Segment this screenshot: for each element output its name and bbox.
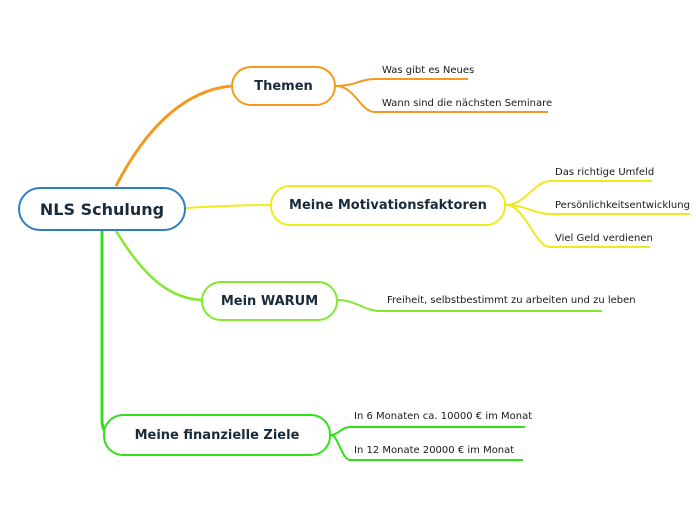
subtopic-was-gibt-es-neues[interactable]: Was gibt es Neues (382, 65, 475, 76)
topic-themen[interactable]: Themen (231, 66, 336, 106)
central-topic[interactable]: NLS Schulung (18, 187, 186, 231)
connector-leaf-neues (335, 78, 468, 87)
connector-themen (114, 84, 232, 187)
subtopic-naechste-seminare[interactable]: Wann sind die nächsten Seminare (382, 98, 553, 109)
connector-ziele (100, 231, 115, 437)
subtopic-freiheit[interactable]: Freiheit, selbstbestimmt zu arbeiten und… (387, 295, 636, 306)
connector-warum (114, 230, 202, 302)
subtopic-viel-geld-verdienen[interactable]: Viel Geld verdienen (555, 233, 653, 244)
subtopic-richtiges-umfeld[interactable]: Das richtige Umfeld (555, 167, 655, 178)
connector-leaf-umfeld (505, 180, 652, 206)
connector-leaf-seminare (335, 85, 548, 113)
subtopic-6-monate[interactable]: In 6 Monaten ca. 10000 € im Monat (354, 411, 533, 422)
subtopic-12-monate[interactable]: In 12 Monate 20000 € im Monat (354, 445, 515, 456)
subtopic-persoenlichkeitsentwicklung[interactable]: Persönlichkeitsentwicklung (555, 200, 690, 211)
connector-leaf-geld (505, 204, 650, 248)
connector-leaf-freiheit (337, 299, 602, 312)
topic-mein-warum[interactable]: Mein WARUM (201, 281, 338, 321)
topic-finanzielle-ziele[interactable]: Meine finanzielle Ziele (103, 414, 331, 456)
connector-leaf-6-monate (330, 426, 525, 436)
connector-leaf-12-monate (330, 434, 523, 461)
topic-motivationsfaktoren[interactable]: Meine Motivationsfaktoren (270, 185, 506, 226)
connector-motivationsfaktoren (185, 204, 271, 209)
